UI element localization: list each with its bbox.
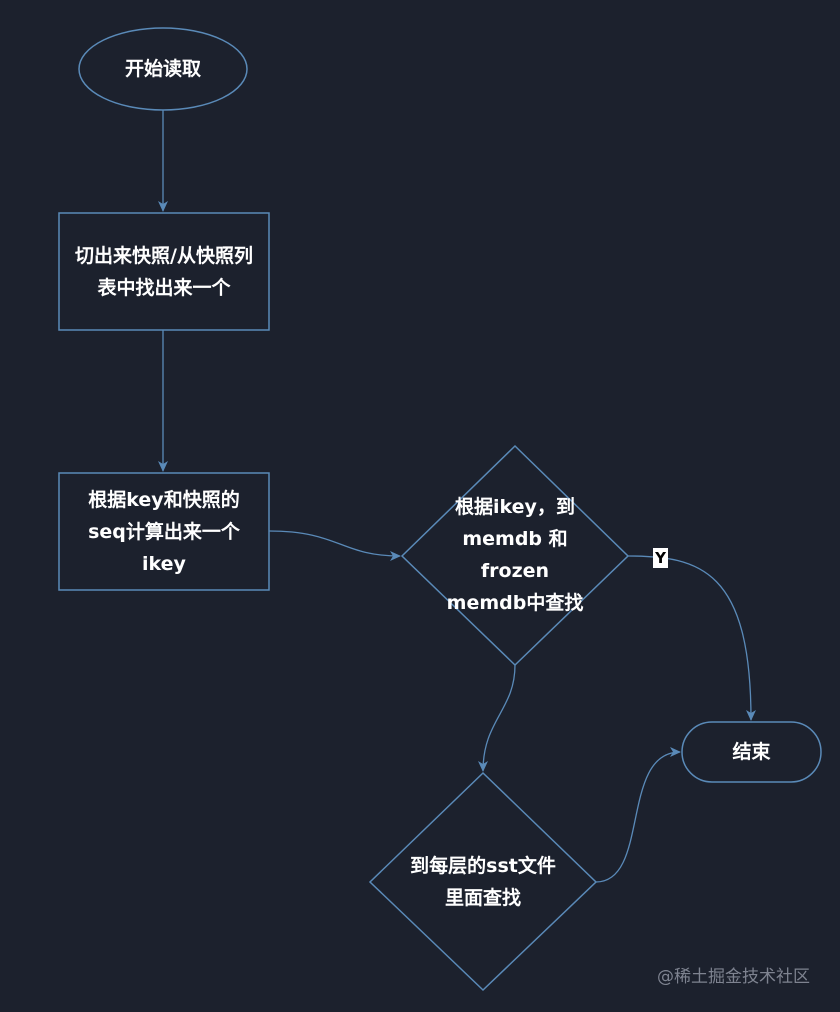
end-node-shape	[681, 721, 822, 783]
edge-search-memdb-to-end	[627, 555, 756, 721]
end-node-label: 结束	[732, 741, 771, 763]
edge-search-sst-to-end	[595, 747, 681, 883]
search-sst-decision-label: 到每层的sst文件里面查找	[410, 855, 556, 909]
start-node-label: 开始读取	[124, 58, 201, 80]
search-sst-decision-shape	[368, 771, 598, 992]
edge-search-memdb-to-search-sst	[478, 664, 516, 772]
snapshot-node-shape	[58, 212, 270, 331]
edge-label-yes: Y	[653, 548, 668, 568]
search-memdb-decision-label: 根据ikey，到memdb 和frozen memdb中查找	[446, 496, 584, 614]
compute-ikey-node-label: 根据key和快照的seq计算出来一个ikey	[88, 488, 240, 575]
watermark: @稀土掘金技术社区	[657, 967, 810, 987]
edge-compute-ikey-to-search-memdb	[268, 530, 401, 561]
snapshot-node-label: 切出来快照/从快照列表中找出来一个	[75, 244, 253, 299]
